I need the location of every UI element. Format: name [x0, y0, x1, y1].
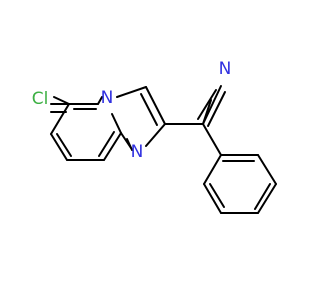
imine-nitrogen-label: N [131, 142, 144, 162]
bond [98, 131, 115, 157]
bond [257, 183, 277, 214]
atom-labels: Cl N N N [32, 59, 232, 162]
bridgehead-nitrogen-label: N [101, 88, 114, 108]
bond [126, 138, 133, 151]
bond [202, 85, 222, 125]
bond [53, 96, 70, 105]
molecule-structure: Cl N N N [32, 59, 277, 214]
bond [254, 183, 271, 210]
bond [97, 96, 103, 105]
bond [202, 123, 222, 156]
bond [116, 86, 147, 98]
bond [103, 132, 122, 161]
chlorine-atom-label: Cl [32, 89, 49, 109]
bond [209, 183, 225, 208]
bond [56, 133, 72, 157]
bond [50, 133, 68, 161]
bond [257, 154, 277, 185]
bond [140, 93, 158, 126]
bond [207, 91, 226, 127]
bond [111, 113, 122, 134]
bond [203, 183, 222, 214]
bond [203, 154, 222, 185]
nitrile-nitrogen-label: N [219, 59, 232, 79]
bonds [50, 85, 277, 214]
bond [197, 89, 217, 120]
bond [50, 103, 70, 135]
bond [145, 123, 166, 147]
bond [145, 86, 166, 125]
